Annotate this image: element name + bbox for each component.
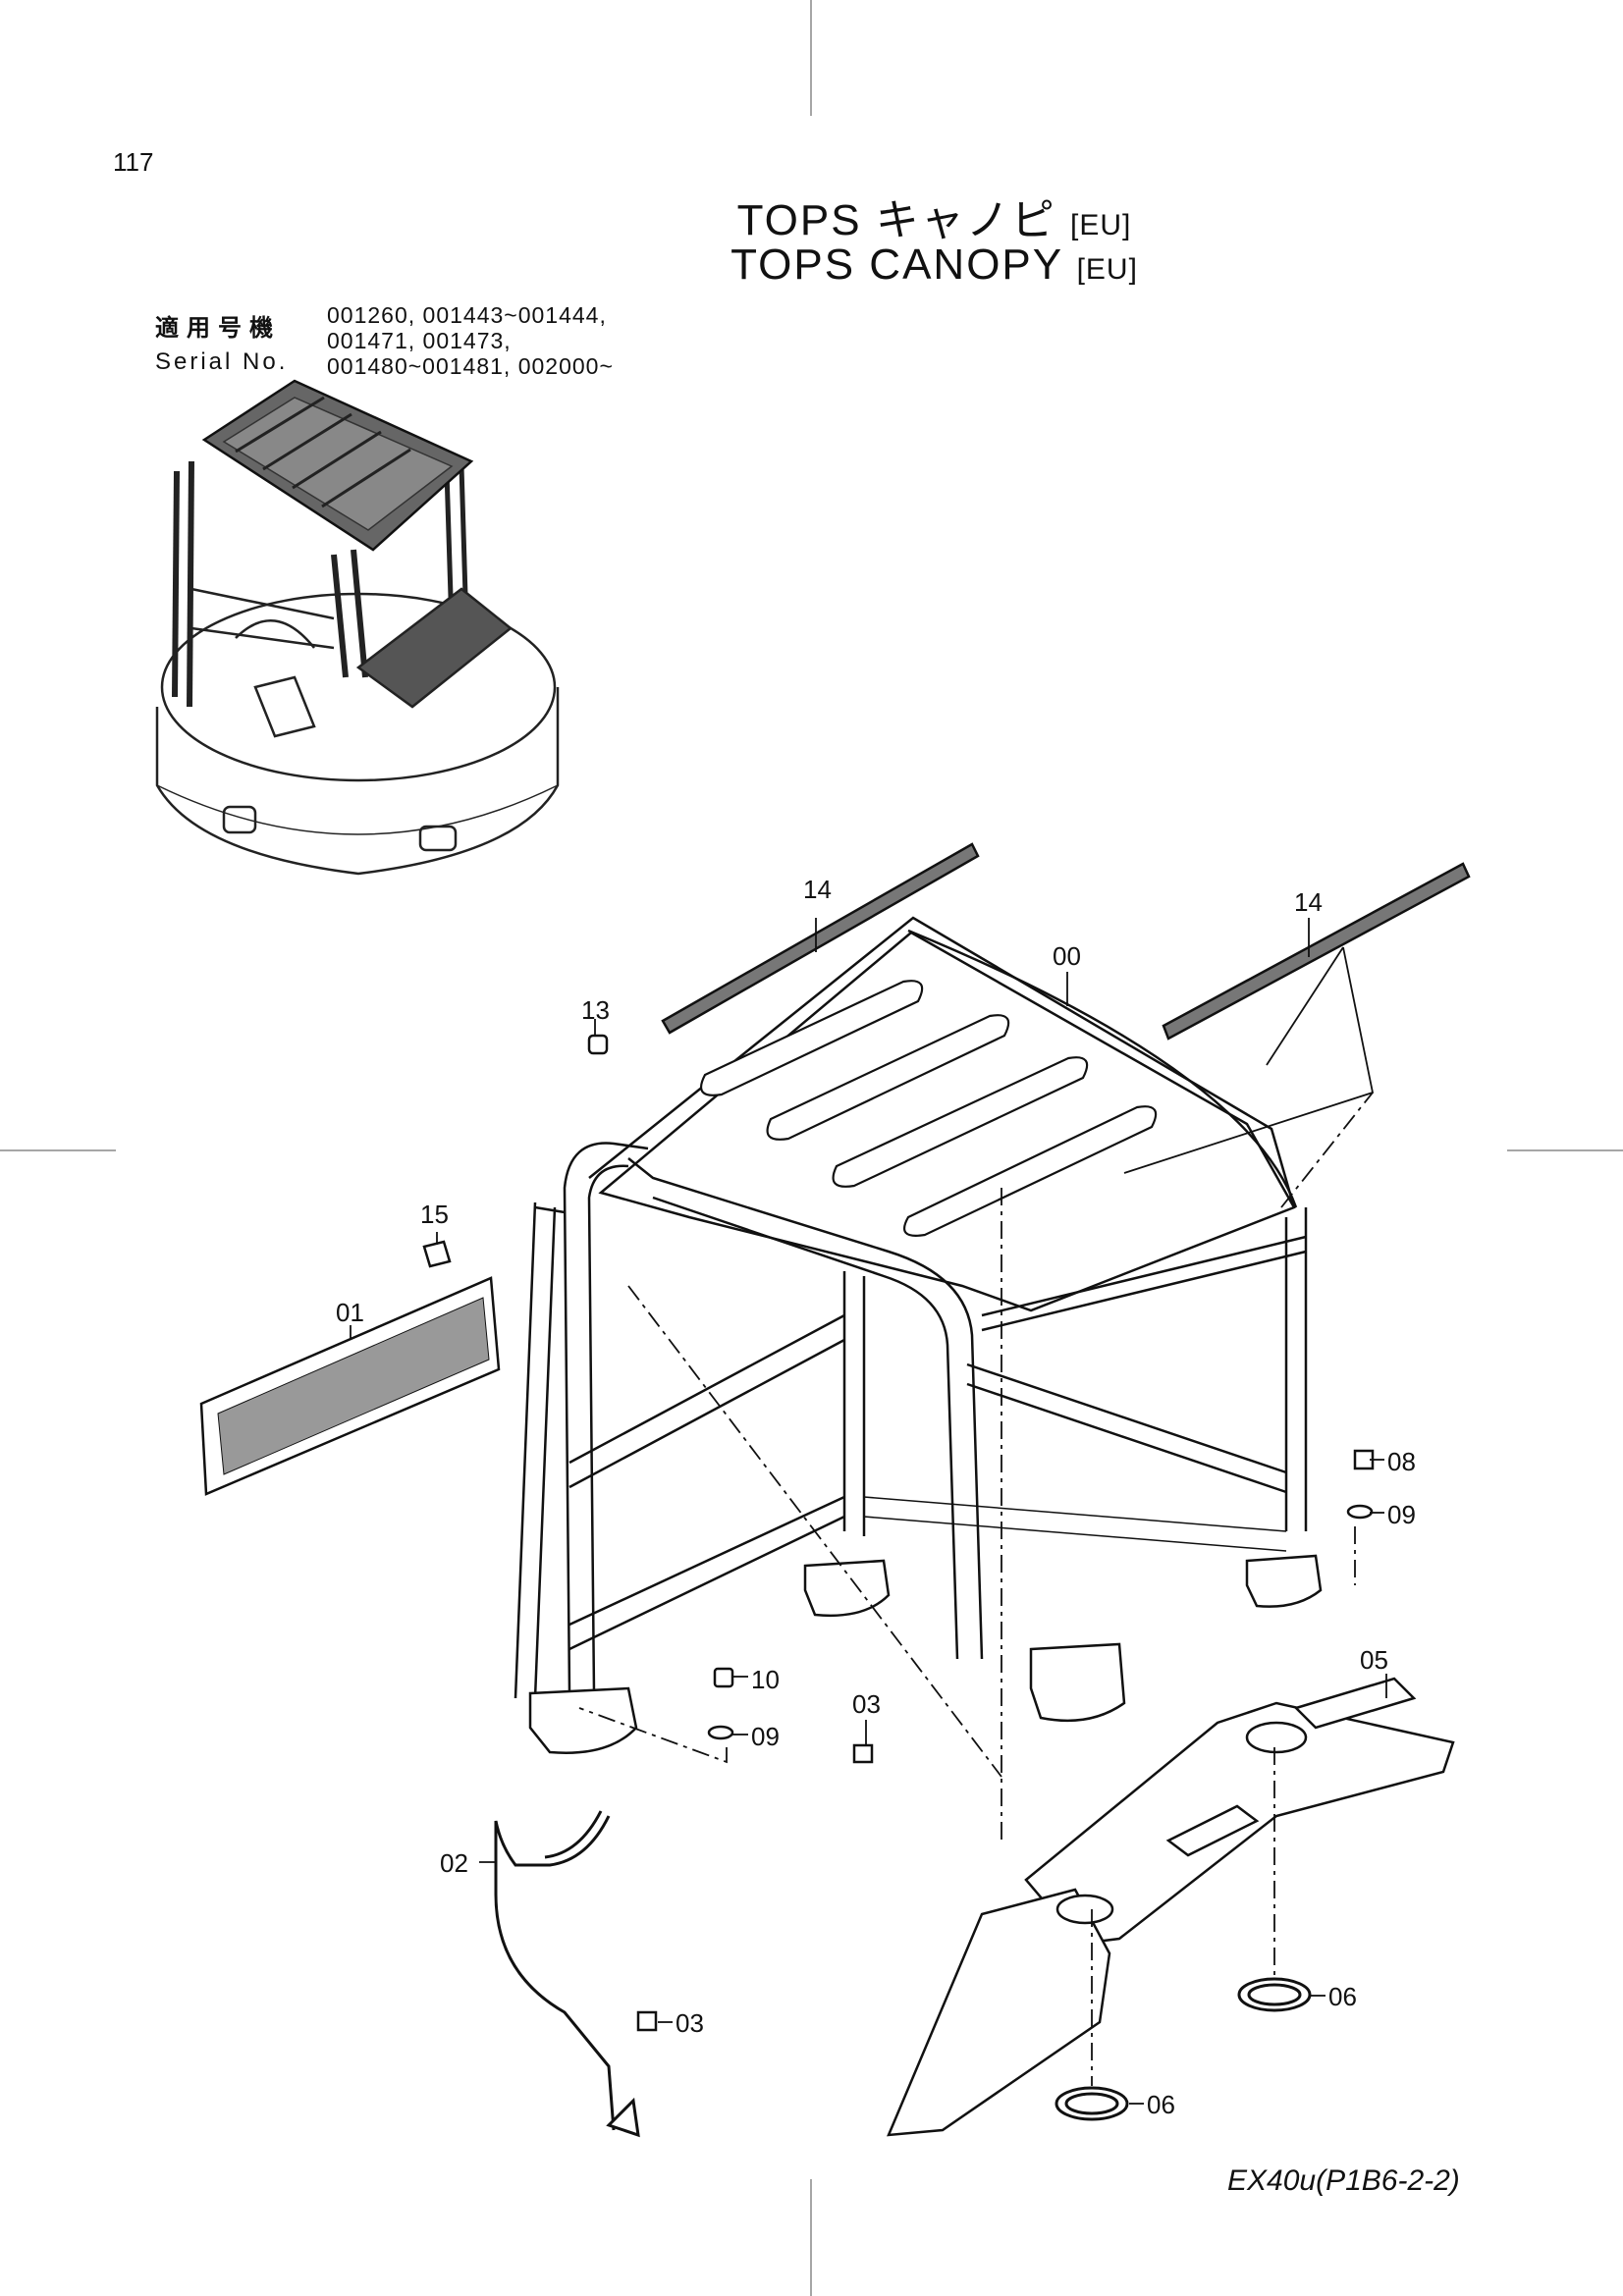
serial-label: 適用号機 Serial No. xyxy=(155,312,288,379)
page-number: 117 xyxy=(113,147,154,177)
mesh-guard-panel xyxy=(199,1276,501,1496)
callout-10: 10 xyxy=(751,1665,780,1694)
callout-00: 00 xyxy=(1053,941,1081,971)
title-english: TOPS CANOPY [EU] xyxy=(0,240,1623,290)
title-en-region-tag: [EU] xyxy=(1076,253,1138,286)
callout-14-right: 14 xyxy=(1294,887,1323,917)
canopy-frame xyxy=(514,1142,1308,1699)
callout-02: 02 xyxy=(440,1848,468,1878)
callout-09-center: 09 xyxy=(751,1722,780,1751)
callout-03-bottom: 03 xyxy=(676,2008,704,2038)
leader-lines xyxy=(350,918,1387,2105)
callout-13: 13 xyxy=(581,995,610,1025)
title-jp-text: TOPS キャノピ xyxy=(736,196,1056,244)
callout-01: 01 xyxy=(336,1298,364,1327)
handrail xyxy=(494,1810,640,2138)
grommet-rings xyxy=(1055,1977,1312,2121)
weatherstrip-rods xyxy=(661,842,1471,1041)
serial-value-line: 001471, 001473, xyxy=(327,328,512,353)
fasteners xyxy=(422,1034,1375,2032)
callout-09-right: 09 xyxy=(1387,1500,1416,1529)
title-jp-region-tag: [EU] xyxy=(1070,209,1132,241)
floor-cover xyxy=(887,1677,1455,2137)
serial-value-line: 001260, 001443~001444, xyxy=(327,302,607,328)
callout-15: 15 xyxy=(420,1200,449,1229)
title-en-text: TOPS CANOPY xyxy=(730,240,1063,289)
serial-label-en: Serial No. xyxy=(155,348,289,375)
callout-08: 08 xyxy=(1387,1447,1416,1476)
callout-14-left: 14 xyxy=(803,875,832,904)
footer-model-code: EX40u(P1B6-2-2) xyxy=(1227,2164,1460,2197)
overview-illustration xyxy=(155,379,560,876)
frame-feet xyxy=(528,1554,1323,1754)
callout-03-top: 03 xyxy=(852,1689,881,1719)
serial-value-line: 001480~001481, 002000~ xyxy=(327,353,614,379)
callout-06-bottom: 06 xyxy=(1147,2090,1175,2119)
callout-06-right: 06 xyxy=(1328,1982,1357,2011)
canopy-roof xyxy=(588,916,1298,1312)
serial-label-jp: 適用号機 xyxy=(155,315,281,342)
title-japanese: TOPS キャノピ [EU] xyxy=(0,185,1623,247)
callout-05: 05 xyxy=(1360,1645,1388,1675)
serial-values: 001260, 001443~001444, 001471, 001473, 0… xyxy=(327,302,614,379)
roof-panels xyxy=(700,980,1158,1237)
